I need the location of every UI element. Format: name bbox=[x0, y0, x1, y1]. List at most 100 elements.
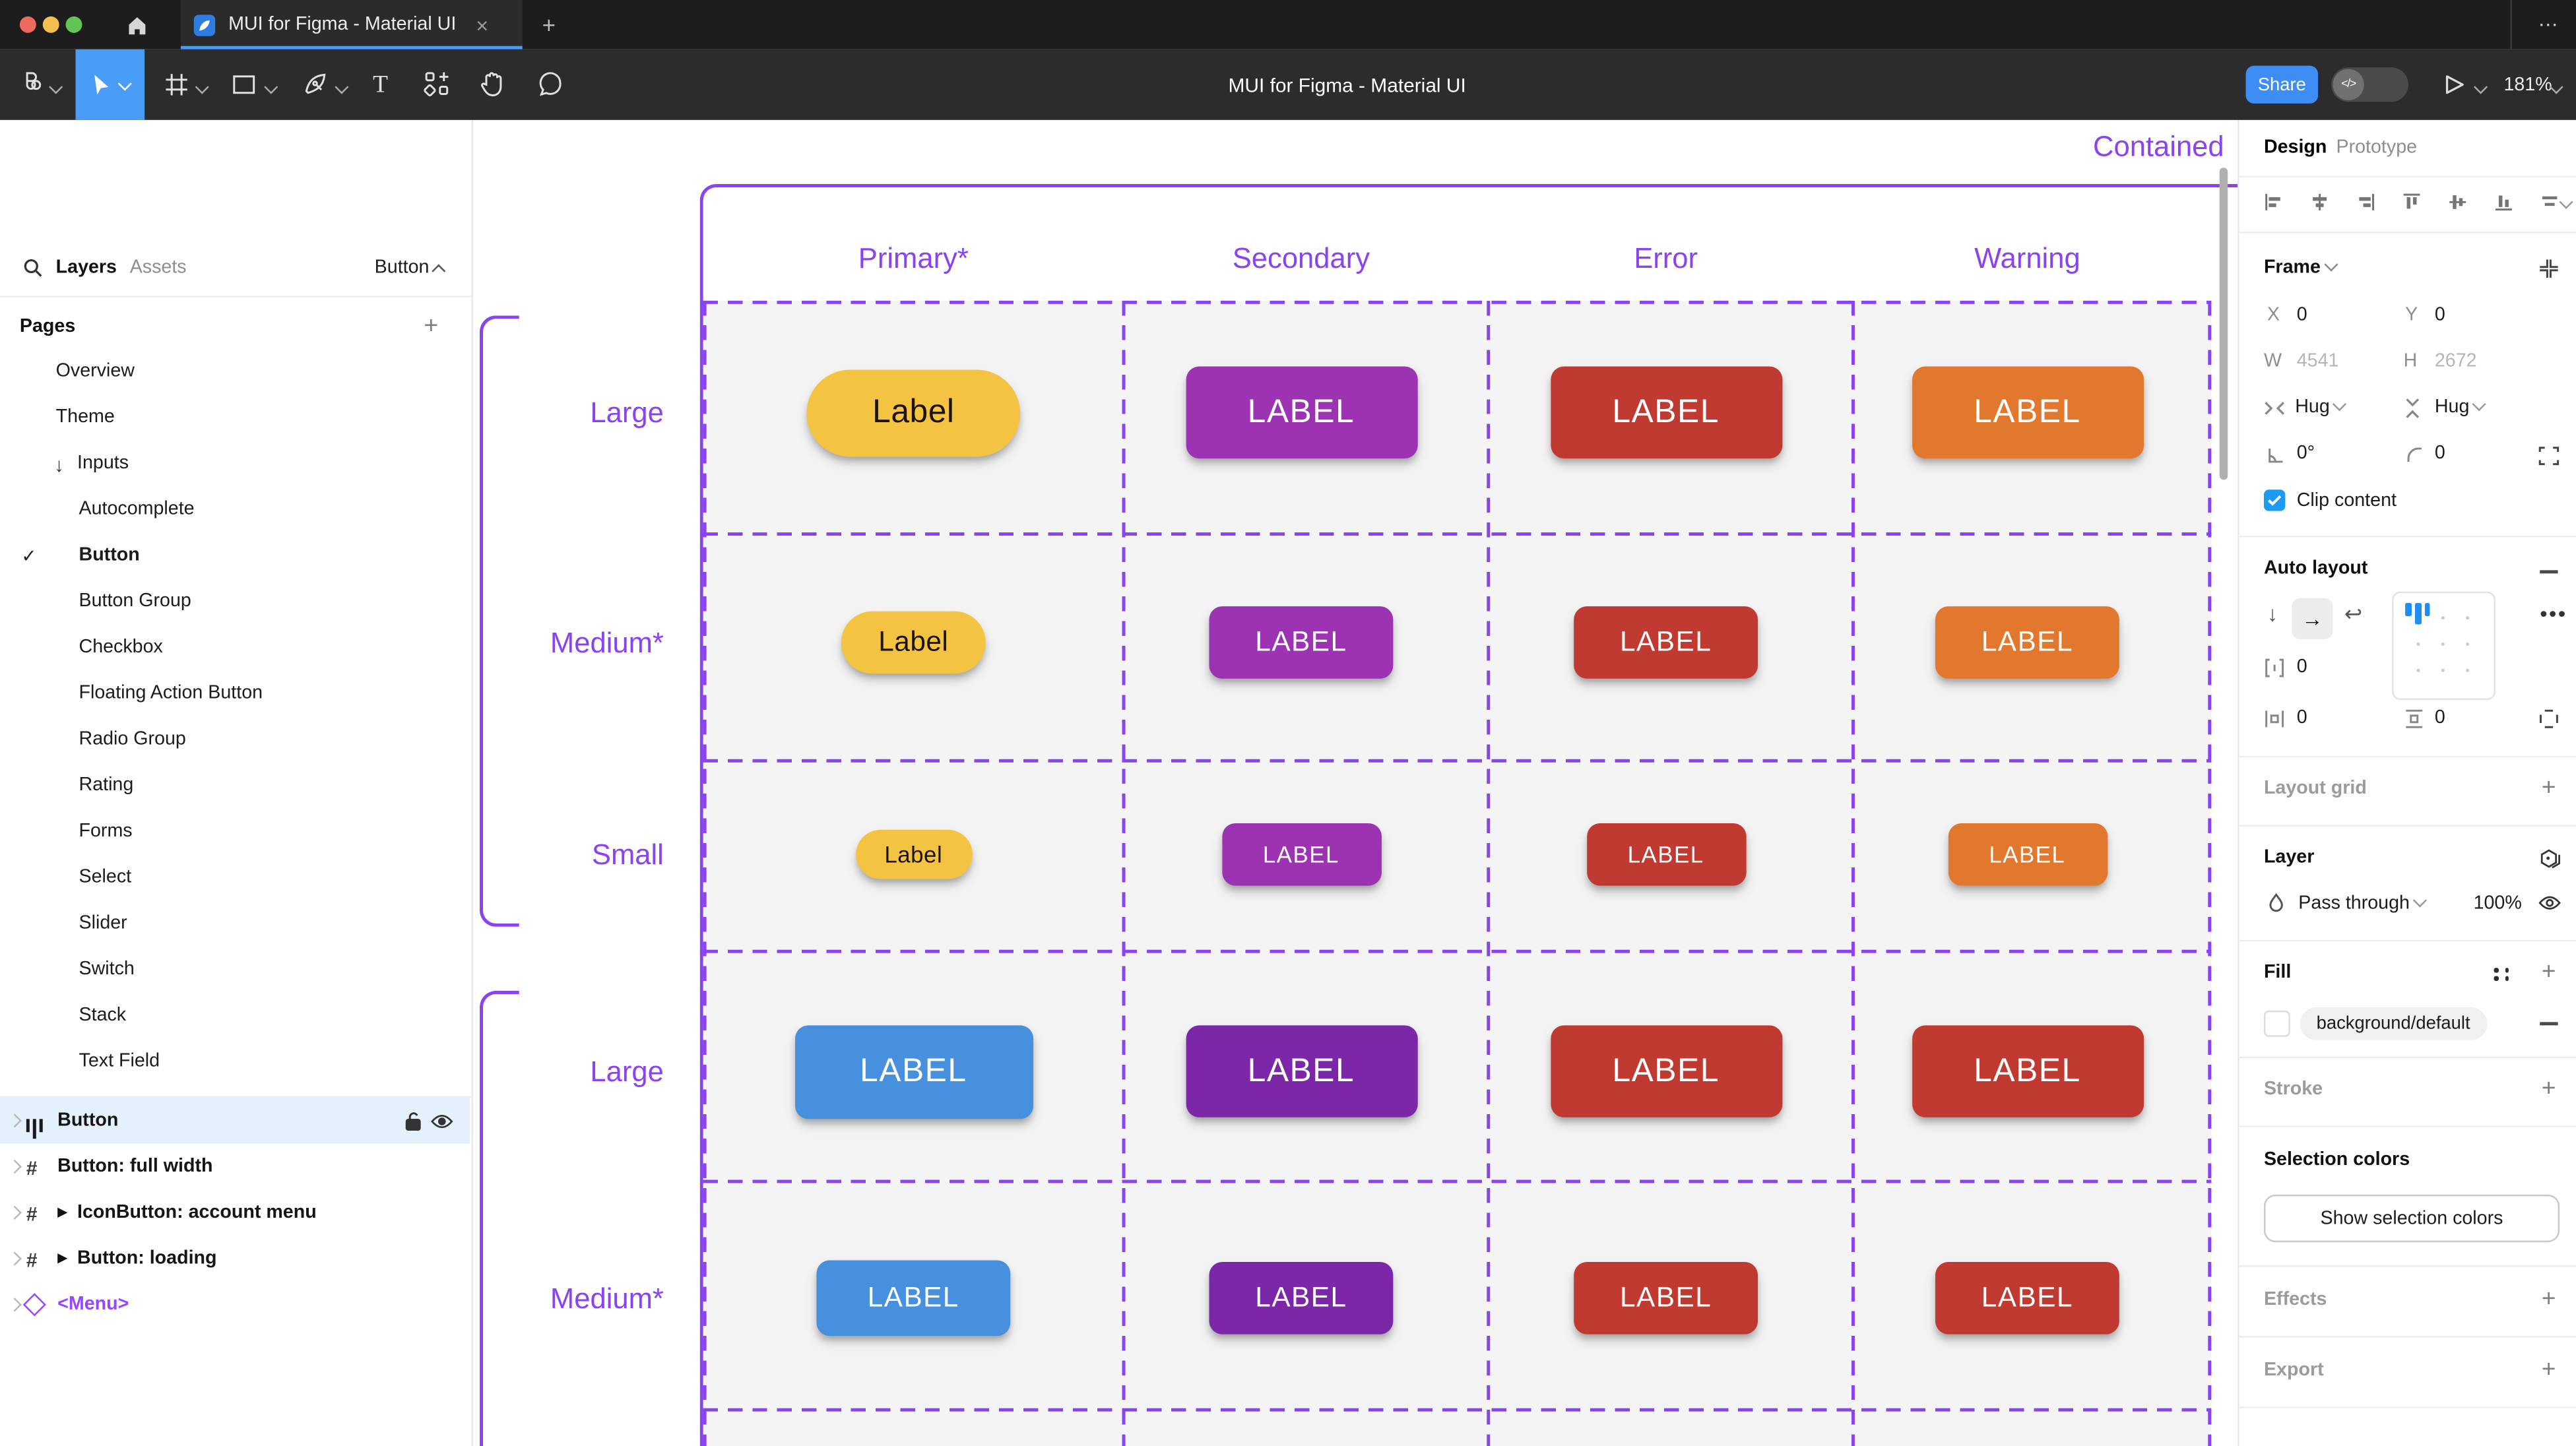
layer-expand-chevron-icon[interactable] bbox=[7, 1114, 22, 1128]
add-effect-button[interactable]: + bbox=[2541, 1284, 2556, 1313]
vertical-padding-input[interactable]: 0 bbox=[2434, 708, 2445, 728]
eye-icon[interactable] bbox=[430, 1112, 453, 1130]
page-item[interactable]: Forms bbox=[79, 821, 133, 842]
file-tab[interactable]: MUI for Figma - Material UI × bbox=[180, 0, 523, 49]
canvas-scrollbar[interactable] bbox=[2219, 168, 2228, 480]
page-item[interactable]: Slider bbox=[79, 913, 127, 933]
w-input[interactable]: 4541 bbox=[2296, 352, 2339, 371]
canvas-button[interactable]: Label bbox=[806, 369, 1021, 456]
canvas-button[interactable]: LABEL bbox=[1947, 823, 2108, 886]
remove-auto-layout-button[interactable] bbox=[2540, 570, 2558, 573]
page-item[interactable]: Theme bbox=[55, 407, 115, 427]
canvas-button[interactable]: Label bbox=[854, 829, 972, 879]
page-item[interactable]: Inputs bbox=[77, 453, 129, 474]
frame-title[interactable]: Contained bbox=[2093, 129, 2224, 163]
rotation-input[interactable]: 0° bbox=[2296, 443, 2315, 464]
canvas-button[interactable]: LABEL bbox=[1185, 366, 1417, 458]
layout-vertical-icon[interactable]: ↓ bbox=[2267, 601, 2278, 627]
h-input[interactable]: 2672 bbox=[2434, 352, 2477, 371]
individual-padding-icon[interactable] bbox=[2538, 708, 2560, 730]
horizontal-padding-input[interactable]: 0 bbox=[2296, 708, 2307, 728]
hug-vertical-select[interactable]: Hug bbox=[2435, 397, 2487, 418]
layer-row[interactable]: #Button: full width bbox=[0, 1144, 470, 1190]
canvas-button[interactable]: LABEL bbox=[1935, 1262, 2119, 1335]
eye-icon[interactable] bbox=[2538, 894, 2561, 912]
canvas-button[interactable]: LABEL bbox=[1911, 1025, 2143, 1117]
close-tab-icon[interactable]: × bbox=[476, 12, 489, 38]
page-item[interactable]: Radio Group bbox=[79, 729, 186, 749]
add-page-button[interactable]: + bbox=[424, 312, 439, 340]
corner-radius-input[interactable]: 0 bbox=[2434, 443, 2445, 464]
layer-expand-chevron-icon[interactable] bbox=[7, 1251, 22, 1266]
align-horizontal-center-icon[interactable] bbox=[2310, 192, 2330, 212]
y-input[interactable]: 0 bbox=[2434, 305, 2445, 326]
tab-prototype[interactable]: Prototype bbox=[2336, 138, 2418, 158]
canvas-button[interactable]: LABEL bbox=[794, 1024, 1033, 1119]
canvas-button[interactable]: LABEL bbox=[1209, 1262, 1394, 1335]
tab-assets[interactable]: Assets bbox=[129, 258, 187, 278]
page-item[interactable]: Button Group bbox=[79, 591, 191, 612]
add-layout-grid-button[interactable]: + bbox=[2541, 774, 2556, 802]
minimize-window-button[interactable] bbox=[42, 16, 59, 33]
collapse-icon[interactable] bbox=[2538, 258, 2560, 279]
layer-row[interactable]: #▶IconButton: account menu bbox=[0, 1189, 470, 1236]
page-item[interactable]: Text Field bbox=[79, 1052, 160, 1072]
page-item[interactable]: Checkbox bbox=[79, 637, 163, 658]
alignment-grid[interactable] bbox=[2392, 591, 2496, 701]
canvas-button[interactable]: LABEL bbox=[1574, 1262, 1758, 1335]
new-tab-button[interactable]: + bbox=[542, 11, 556, 38]
canvas-button[interactable]: LABEL bbox=[1209, 606, 1394, 679]
close-window-button[interactable] bbox=[19, 16, 36, 33]
page-item[interactable]: Switch bbox=[79, 959, 135, 980]
canvas-button[interactable]: LABEL bbox=[1550, 1025, 1782, 1117]
hug-horizontal-select[interactable]: Hug bbox=[2295, 397, 2347, 418]
window-overflow-icon[interactable]: ⋯ bbox=[2538, 13, 2560, 36]
canvas-button[interactable]: LABEL bbox=[1911, 366, 2143, 458]
page-selector[interactable]: Button bbox=[375, 258, 447, 278]
align-right-icon[interactable] bbox=[2356, 192, 2375, 212]
zoom-level[interactable]: 181% bbox=[2503, 75, 2552, 96]
page-item[interactable]: Rating bbox=[79, 775, 134, 796]
present-icon[interactable] bbox=[2443, 73, 2466, 97]
show-selection-colors-button[interactable]: Show selection colors bbox=[2263, 1194, 2560, 1243]
blend-mode-select[interactable]: Pass through bbox=[2298, 893, 2427, 914]
tab-design[interactable]: Design bbox=[2263, 138, 2327, 158]
align-top-icon[interactable] bbox=[2402, 192, 2422, 212]
text-tool-icon[interactable]: T bbox=[373, 72, 389, 99]
align-left-icon[interactable] bbox=[2264, 192, 2284, 212]
canvas-button[interactable]: Label bbox=[841, 611, 986, 674]
page-expand-arrow-icon[interactable]: ↓ bbox=[54, 453, 65, 477]
canvas-button[interactable]: LABEL bbox=[816, 1260, 1011, 1336]
hand-tool-icon[interactable] bbox=[480, 71, 506, 98]
search-icon[interactable] bbox=[23, 258, 43, 278]
pen-tool-icon[interactable] bbox=[302, 71, 329, 97]
page-item[interactable]: Button bbox=[79, 545, 140, 565]
canvas-button[interactable]: LABEL bbox=[1185, 1025, 1417, 1117]
canvas-button[interactable]: LABEL bbox=[1574, 606, 1758, 679]
canvas-button[interactable]: LABEL bbox=[1935, 606, 2119, 679]
canvas-button[interactable]: LABEL bbox=[1221, 823, 1381, 886]
share-button[interactable]: Share bbox=[2245, 65, 2319, 104]
unlock-icon[interactable] bbox=[404, 1111, 422, 1132]
layer-row-selected[interactable]: Button bbox=[0, 1097, 470, 1144]
gap-input[interactable]: 0 bbox=[2296, 657, 2307, 677]
layout-wrap-icon[interactable]: ↪ bbox=[2344, 601, 2363, 627]
align-vertical-center-icon[interactable] bbox=[2448, 192, 2468, 212]
layer-expand-chevron-icon[interactable] bbox=[7, 1298, 22, 1312]
remove-fill-button[interactable] bbox=[2540, 1022, 2558, 1025]
page-item[interactable]: Overview bbox=[55, 361, 135, 381]
layer-row[interactable]: <Menu> bbox=[0, 1282, 470, 1328]
distribute-icon[interactable] bbox=[2540, 192, 2560, 212]
canvas-button[interactable]: LABEL bbox=[1586, 823, 1746, 886]
page-item[interactable]: Select bbox=[79, 867, 132, 888]
add-export-button[interactable]: + bbox=[2541, 1355, 2556, 1384]
fill-style-chip[interactable]: background/default bbox=[2300, 1007, 2487, 1040]
shape-tool-icon[interactable] bbox=[232, 73, 256, 97]
zoom-window-button[interactable] bbox=[65, 16, 82, 33]
layer-expand-chevron-icon[interactable] bbox=[7, 1205, 22, 1220]
page-item[interactable]: Autocomplete bbox=[79, 499, 195, 520]
frame-section-title[interactable]: Frame bbox=[2264, 257, 2338, 278]
clip-content-checkbox[interactable] bbox=[2263, 489, 2286, 511]
page-item[interactable]: Stack bbox=[79, 1005, 127, 1026]
align-bottom-icon[interactable] bbox=[2494, 192, 2514, 212]
